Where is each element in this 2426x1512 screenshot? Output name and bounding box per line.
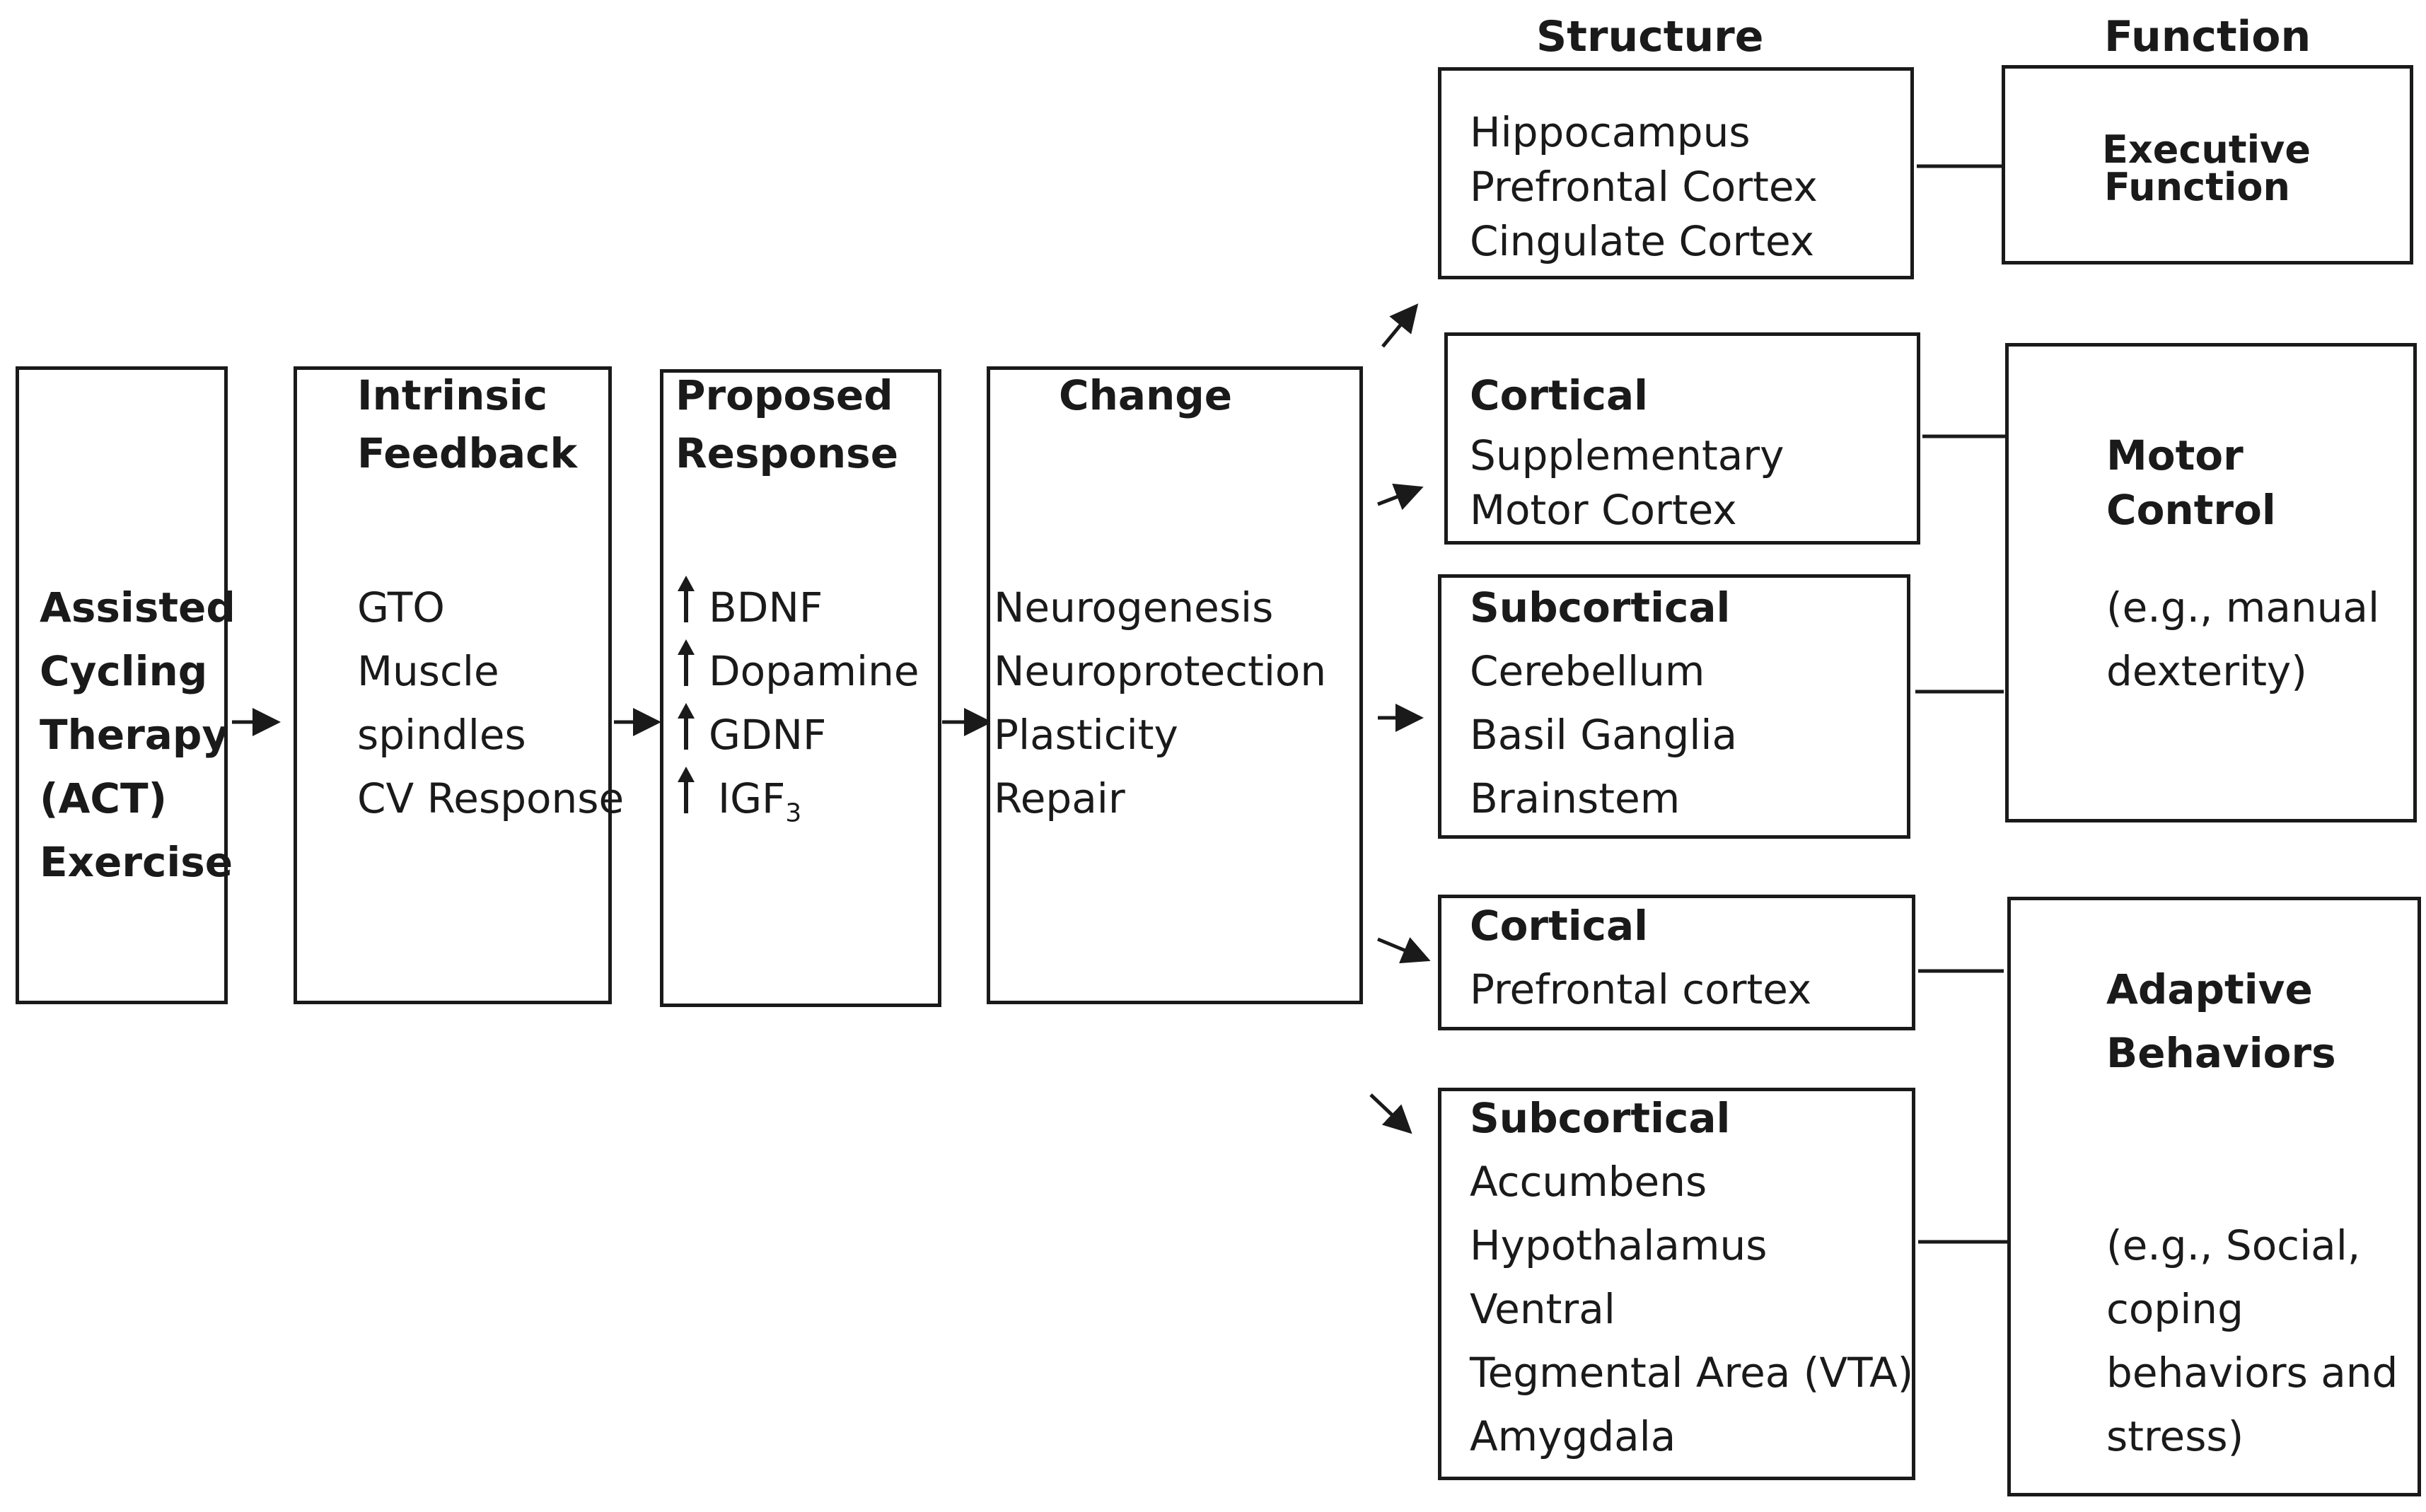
feedback-item: CV Response: [357, 774, 625, 822]
arrow-to-adaptive-cortical: [1377, 937, 1431, 964]
change-item: Neuroprotection: [994, 647, 1327, 695]
motor-subcortical-box: [1438, 574, 1910, 839]
response-item-bdnf: BDNF: [709, 583, 823, 632]
motor-control-title: Motor: [2106, 431, 2244, 479]
feedback-item: GTO: [357, 583, 445, 632]
adaptive-subcortical-box: [1438, 1088, 1915, 1480]
igf-subscript: 3: [785, 798, 802, 828]
act-line: Exercise: [40, 838, 233, 886]
up-arrow-icon: [678, 767, 695, 813]
intrinsic-feedback-box: [294, 366, 612, 1004]
structure-item: Hypothalamus: [1470, 1221, 1768, 1269]
feedback-item: spindles: [357, 711, 526, 759]
proposed-response-box: [660, 369, 941, 1007]
adaptive-behaviors-note: coping: [2106, 1285, 2244, 1333]
adaptive-behaviors-title: Behaviors: [2106, 1029, 2336, 1077]
adaptive-behaviors-note: (e.g., Social,: [2106, 1221, 2361, 1269]
adaptive-behaviors-box: [2007, 897, 2421, 1496]
structure-item: Ventral: [1470, 1285, 1615, 1333]
structure-item: Accumbens: [1470, 1158, 1707, 1206]
motor-subcortical-title: Subcortical: [1470, 583, 1731, 632]
response-item-igf: IGF3: [718, 774, 802, 828]
adaptive-behaviors-note: behaviors and: [2106, 1349, 2398, 1397]
executive-function-box: [2002, 65, 2413, 264]
motor-control-title: Control: [2106, 486, 2276, 534]
structure-item: Prefrontal Cortex: [1470, 163, 1818, 211]
act-exercise-box: [16, 366, 228, 1004]
change-item: Plasticity: [994, 711, 1178, 759]
adaptive-subcortical-title: Subcortical: [1470, 1094, 1731, 1142]
adaptive-cortical-title: Cortical: [1470, 902, 1649, 950]
structure-item: Motor Cortex: [1470, 486, 1737, 534]
change-title: Change: [1059, 371, 1233, 419]
response-item-gdnf: GDNF: [709, 711, 827, 759]
change-item: Neurogenesis: [994, 583, 1274, 632]
structure-item: Tegmental Area (VTA): [1470, 1349, 1914, 1397]
structure-item: Cerebellum: [1470, 647, 1705, 695]
motor-control-note: (e.g., manual: [2106, 583, 2380, 632]
adaptive-behaviors-note: stress): [2106, 1412, 2244, 1460]
feedback-item: Muscle: [357, 647, 499, 695]
up-arrow-icon: [678, 576, 695, 622]
executive-function-title: Function: [2104, 165, 2290, 209]
proposed-response-title: Proposed: [675, 371, 893, 419]
arrow-to-adaptive-subcortical: [1369, 1093, 1412, 1134]
structure-item: Cingulate Cortex: [1470, 217, 1815, 265]
proposed-response-title: Response: [675, 429, 899, 477]
structure-item: Hippocampus: [1470, 108, 1751, 156]
structure-item: Supplementary: [1470, 431, 1784, 479]
executive-structures-box: [1438, 67, 1914, 279]
up-arrow-icon: [678, 639, 695, 686]
response-item-dopamine: Dopamine: [709, 647, 919, 695]
executive-function-title: Executive: [2102, 127, 2311, 172]
act-line: (ACT): [40, 774, 168, 822]
motor-control-box: [2005, 343, 2417, 822]
structure-item: Amygdala: [1470, 1412, 1676, 1460]
act-line: Cycling: [40, 647, 208, 695]
motor-cortical-title: Cortical: [1470, 371, 1649, 419]
arrow-to-motor-cortical: [1377, 483, 1424, 511]
change-box: [987, 366, 1363, 1004]
arrow-to-executive-structures: [1381, 303, 1419, 348]
act-line: Therapy: [40, 711, 229, 759]
adaptive-behaviors-title: Adaptive: [2106, 965, 2313, 1013]
motor-cortical-box: [1444, 332, 1920, 545]
intrinsic-feedback-title: Feedback: [357, 429, 578, 477]
change-item: Repair: [994, 774, 1125, 822]
function-header: Function: [2104, 12, 2311, 62]
structure-item: Prefrontal cortex: [1470, 965, 1812, 1013]
motor-control-note: dexterity): [2106, 647, 2307, 695]
up-arrow-icon: [678, 703, 695, 750]
structure-item: Brainstem: [1470, 774, 1681, 822]
adaptive-cortical-box: [1438, 895, 1915, 1030]
act-line: Assisted: [40, 583, 236, 632]
structure-item: Basil Ganglia: [1470, 711, 1738, 759]
structure-header: Structure: [1536, 12, 1764, 62]
intrinsic-feedback-title: Intrinsic: [357, 371, 548, 419]
